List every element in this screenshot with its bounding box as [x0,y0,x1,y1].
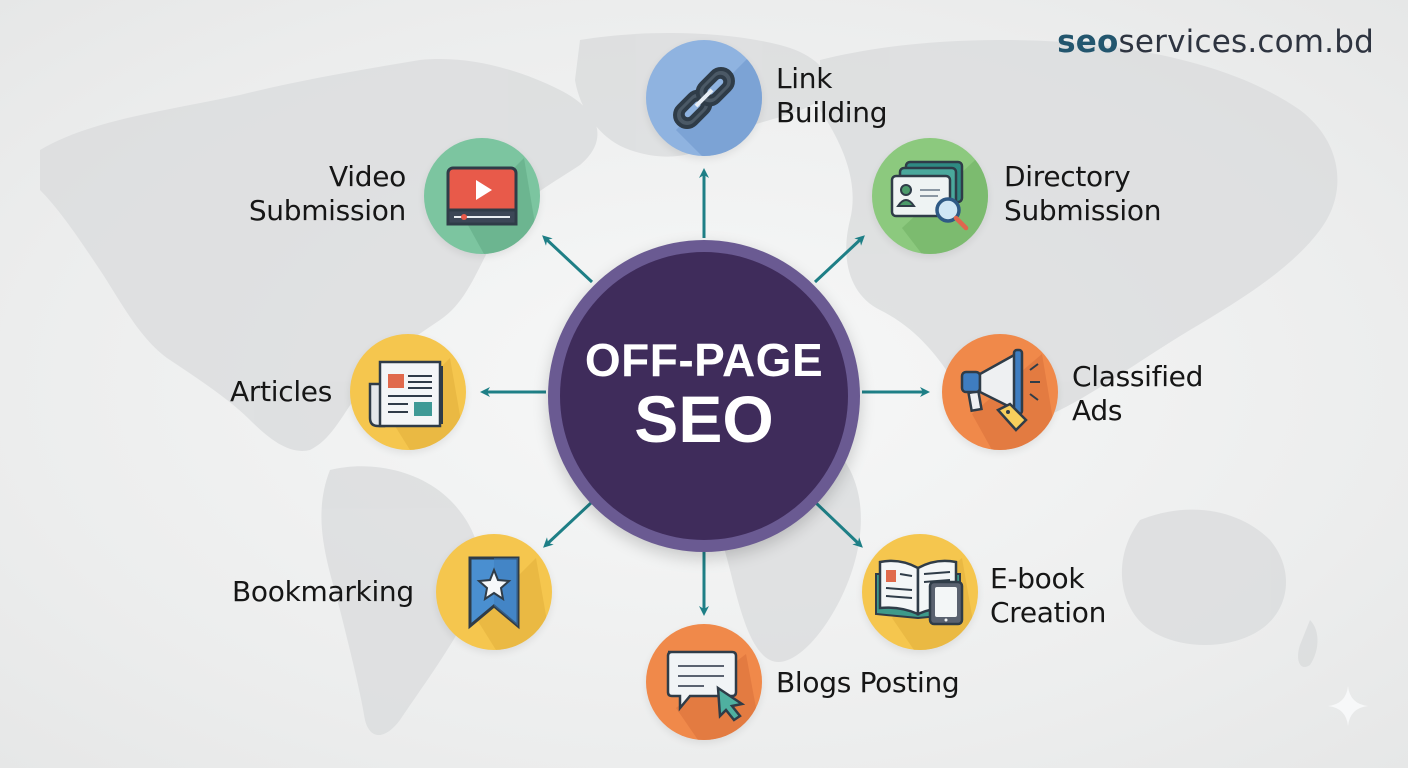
hub-title-line2: SEO [634,382,774,457]
chain-link-icon [673,44,762,156]
node-video-submission[interactable] [424,138,540,254]
chat-bubble-cursor-icon [666,650,762,740]
video-player-icon [446,158,540,254]
node-ebook-creation[interactable] [862,534,978,650]
newspaper-icon [368,358,466,450]
sparkle-icon [1328,686,1368,726]
id-card-search-icon [890,148,988,254]
label-blogs-posting: Blogs Posting [776,666,960,699]
node-classified-ads[interactable] [942,334,1058,450]
node-articles[interactable] [350,334,466,450]
node-directory-submission[interactable] [872,138,988,254]
open-book-tablet-icon [875,558,978,650]
node-blogs-posting[interactable] [646,624,762,740]
brand-watermark: seoservices.com.bd [1057,24,1374,60]
node-link-building[interactable] [646,40,762,156]
brand-name-rest: services.com.bd [1118,24,1374,60]
off-page-seo-hub: OFF-PAGE SEO [548,240,860,552]
node-bookmarking[interactable] [436,534,552,650]
megaphone-tag-icon [960,348,1058,450]
hub-title-line1: OFF-PAGE [584,334,824,387]
bookmark-star-icon [468,556,552,650]
label-articles: Articles [230,375,333,408]
brand-name-bold: seo [1057,24,1119,60]
label-bookmarking: Bookmarking [232,575,414,608]
